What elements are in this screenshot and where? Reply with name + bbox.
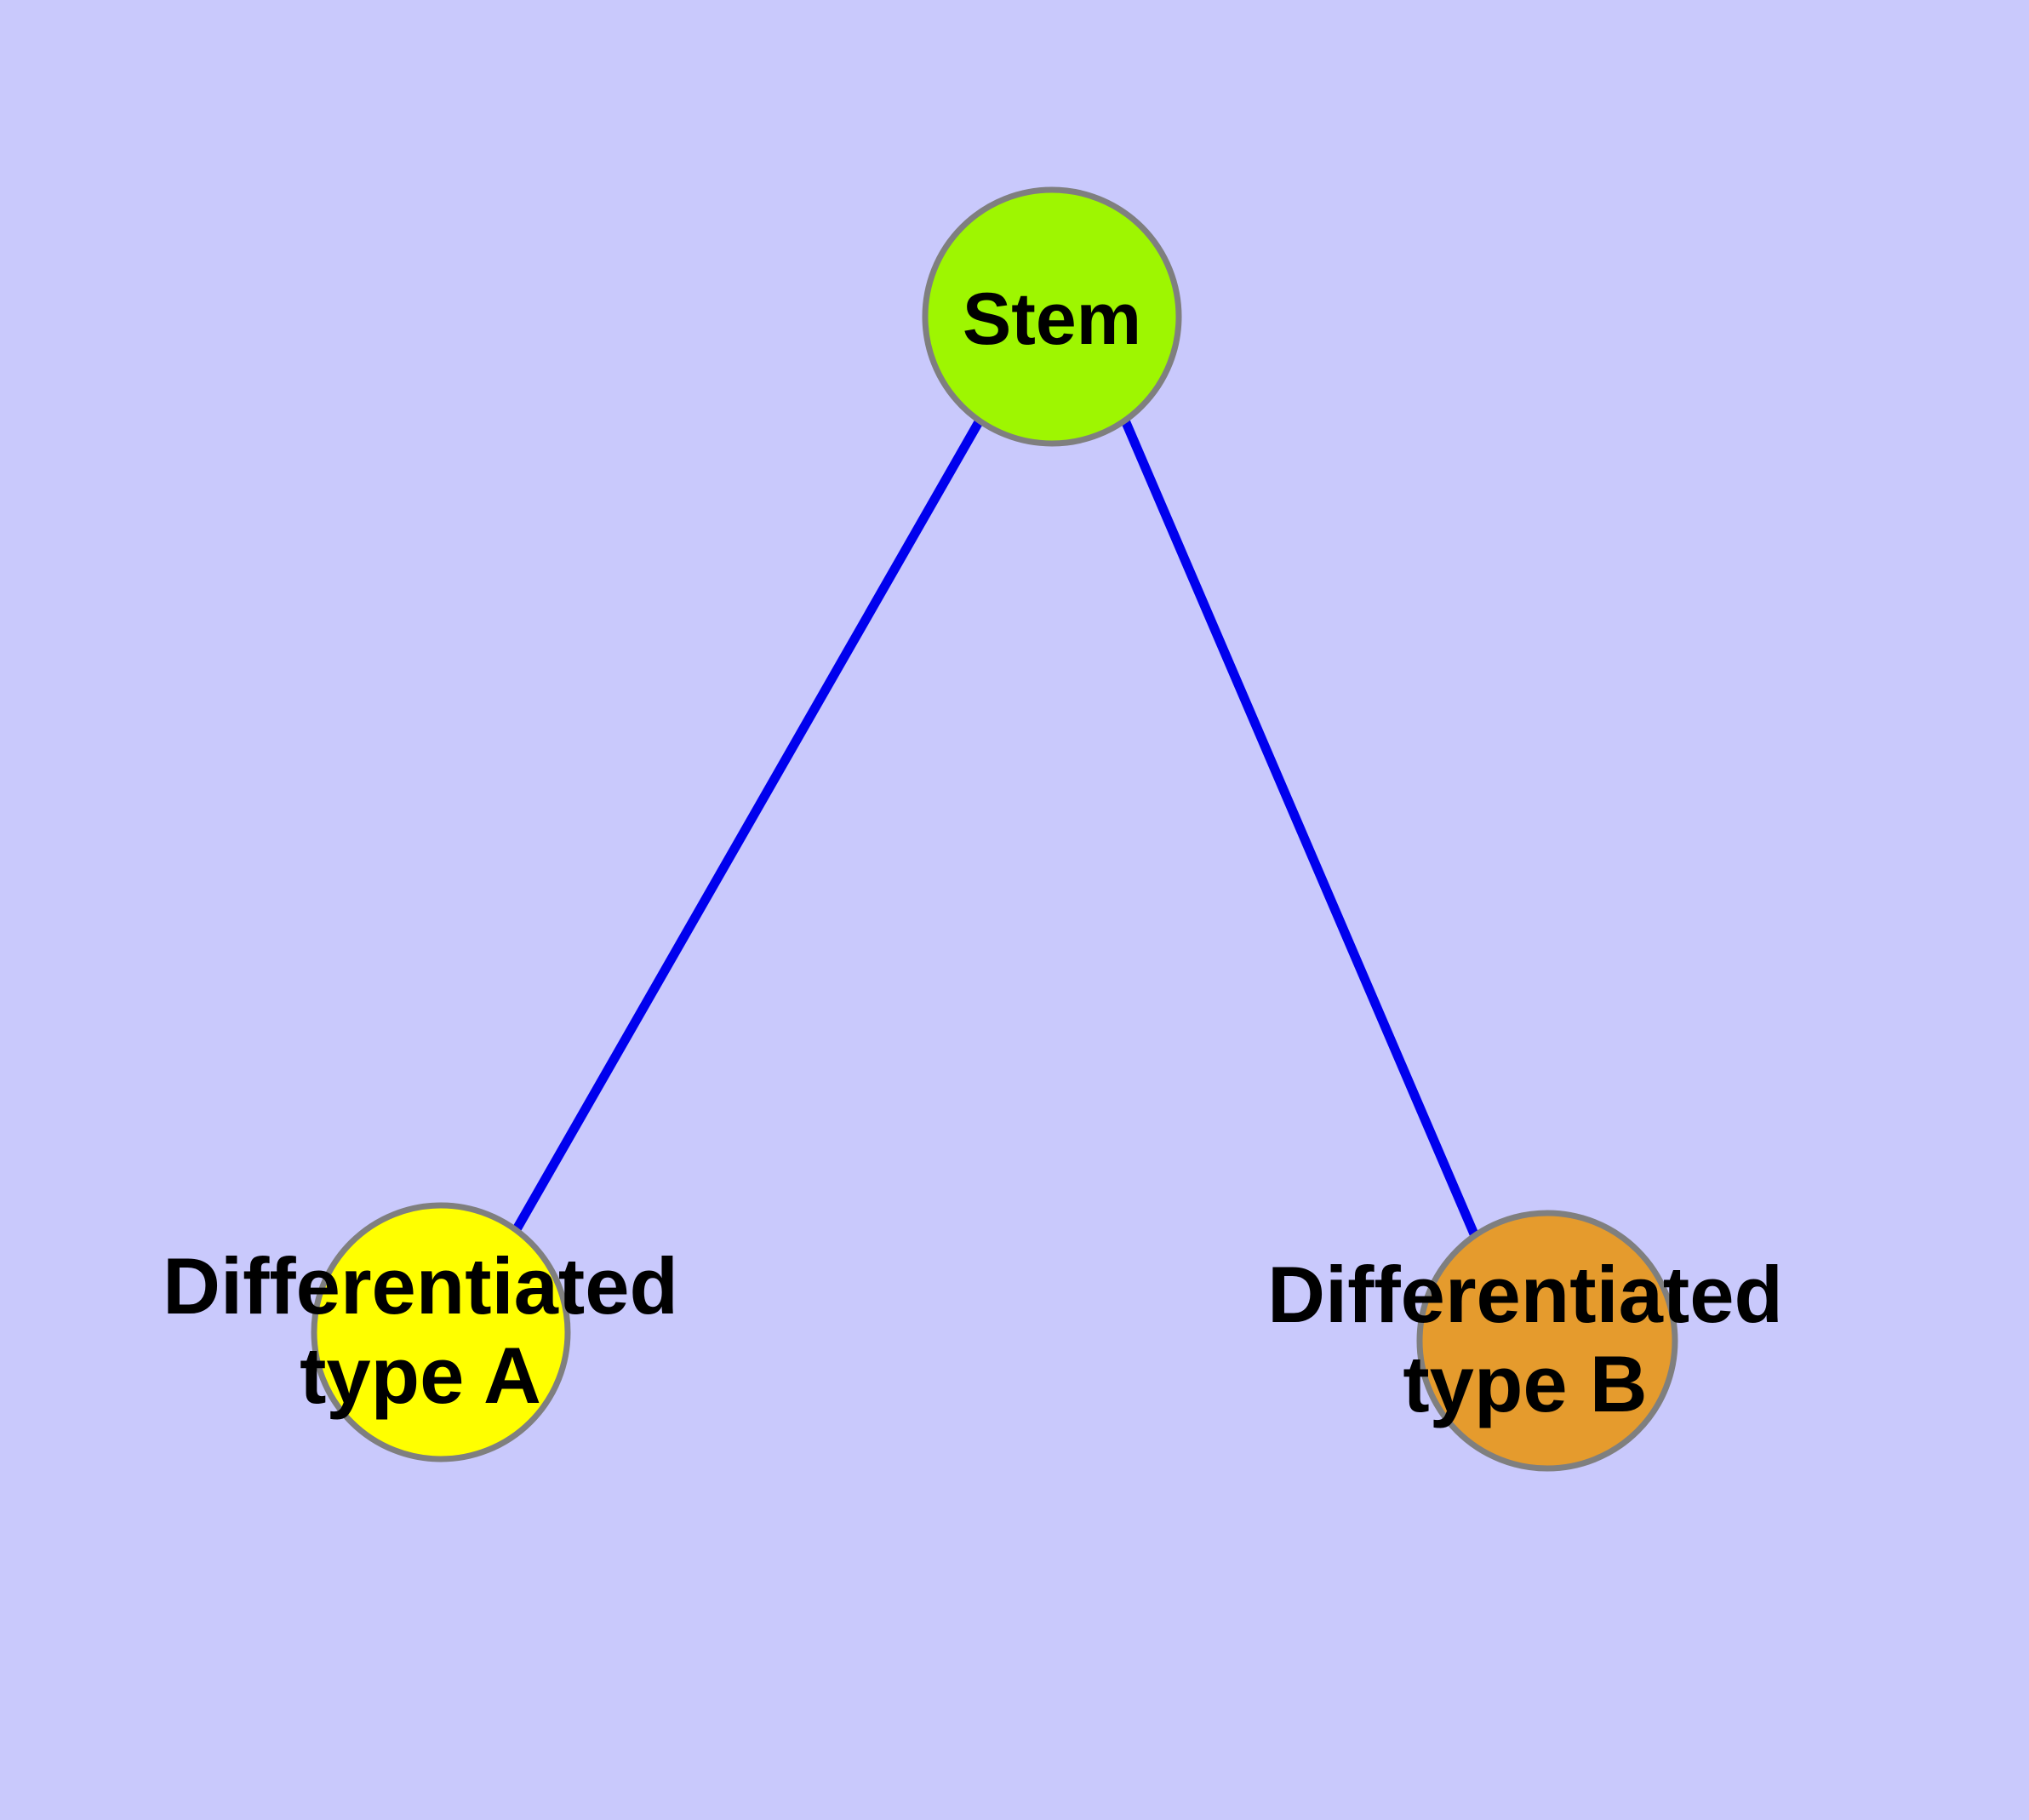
node-label-line: Differentiated: [163, 1241, 678, 1331]
node-label-stem: Stem: [963, 278, 1141, 360]
node-circle-differentiated-type-b[interactable]: [1416, 1210, 1678, 1472]
node-label-line: type B: [1403, 1339, 1647, 1428]
nodes-layer: [311, 186, 1678, 1472]
node-circle-differentiated-type-a[interactable]: [311, 1202, 571, 1462]
node-label-line: Stem: [963, 278, 1141, 360]
node-label-line: Differentiated: [1267, 1250, 1783, 1339]
edges-layer: [512, 418, 1480, 1239]
edge-stem-to-differentiated-type-a[interactable]: [512, 418, 984, 1232]
node-label-line: type A: [300, 1331, 541, 1420]
node-circle-stem[interactable]: [922, 186, 1182, 447]
edge-stem-to-differentiated-type-b[interactable]: [1120, 418, 1480, 1239]
